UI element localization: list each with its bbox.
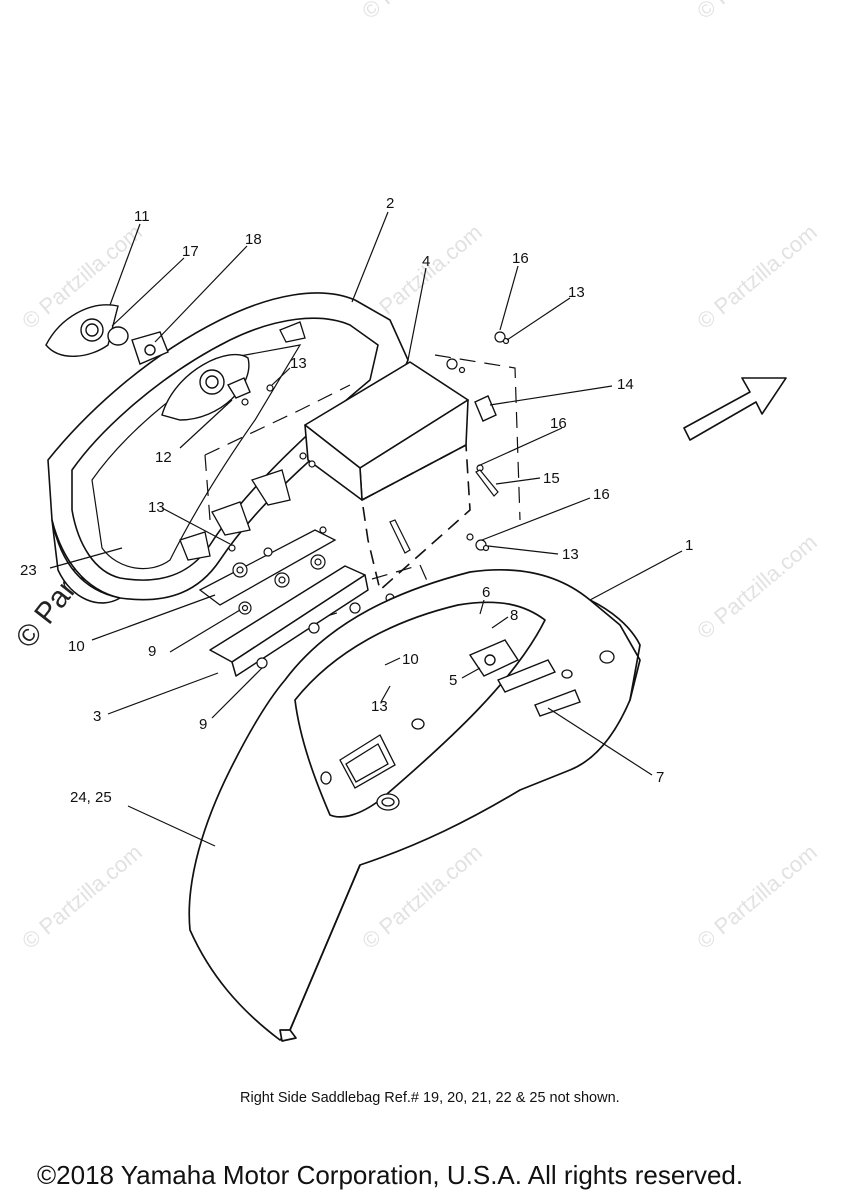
watermark: © Partzilla.com: [692, 0, 822, 24]
callout-16c: 16: [593, 486, 610, 503]
direction-arrow-icon: [683, 377, 787, 441]
case-inner-details: [320, 650, 615, 811]
lid-hinge-strip: [198, 529, 337, 606]
clip-part: [474, 395, 497, 422]
lid-brackets: [179, 321, 306, 561]
case-latch: [468, 639, 581, 717]
saddlebag-case: [188, 569, 641, 1042]
watermark: © Partzilla.com: [357, 0, 487, 24]
callout-9b: 9: [199, 716, 207, 733]
watermark: © Partzilla.com: [692, 839, 822, 953]
callout-24-25: 24, 25: [70, 789, 112, 806]
callout-9a: 9: [148, 643, 156, 660]
callout-3: 3: [93, 708, 101, 725]
callout-8: 8: [510, 607, 518, 624]
inner-organizer-box: [304, 361, 471, 591]
callout-16b: 16: [550, 415, 567, 432]
callout-13d: 13: [562, 546, 579, 563]
lid-lock-plate: [161, 353, 251, 421]
callout-13c: 13: [148, 499, 165, 516]
watermark: © Partzilla.com: [692, 219, 822, 333]
callout-17: 17: [182, 243, 199, 260]
hinge-rail: [209, 565, 369, 677]
callout-23: 23: [20, 562, 37, 579]
leader-lines: [49, 211, 683, 847]
copyright-notice: ©2018 Yamaha Motor Corporation, U.S.A. A…: [37, 1160, 744, 1190]
callout-5: 5: [449, 672, 457, 689]
callout-1: 1: [685, 537, 693, 554]
callout-6: 6: [482, 584, 490, 601]
callout-16a: 16: [512, 250, 529, 267]
callout-18: 18: [245, 231, 262, 248]
callout-14: 14: [617, 376, 634, 393]
watermark: © Partzilla.com: [17, 839, 147, 953]
callout-11: 11: [134, 208, 150, 225]
callout-7: 7: [656, 769, 664, 786]
callout-12: 12: [155, 449, 172, 466]
callout-2: 2: [386, 195, 394, 212]
callout-labels: 11 17 18 2 4 16 13 13 14 12 16 15 16 13 …: [20, 195, 693, 806]
watermark: © Partzilla.com: [692, 529, 822, 643]
callout-4: 4: [422, 253, 430, 270]
lock-assembly: [45, 304, 169, 365]
callout-10a: 10: [68, 638, 85, 655]
callout-15: 15: [543, 470, 560, 487]
callout-10b: 10: [402, 651, 419, 668]
callout-13e: 13: [371, 698, 388, 715]
lid-inner-panel: [91, 344, 302, 570]
callout-13b: 13: [290, 355, 307, 372]
callout-13a: 13: [568, 284, 585, 301]
footnote: Right Side Saddlebag Ref.# 19, 20, 21, 2…: [240, 1090, 620, 1106]
